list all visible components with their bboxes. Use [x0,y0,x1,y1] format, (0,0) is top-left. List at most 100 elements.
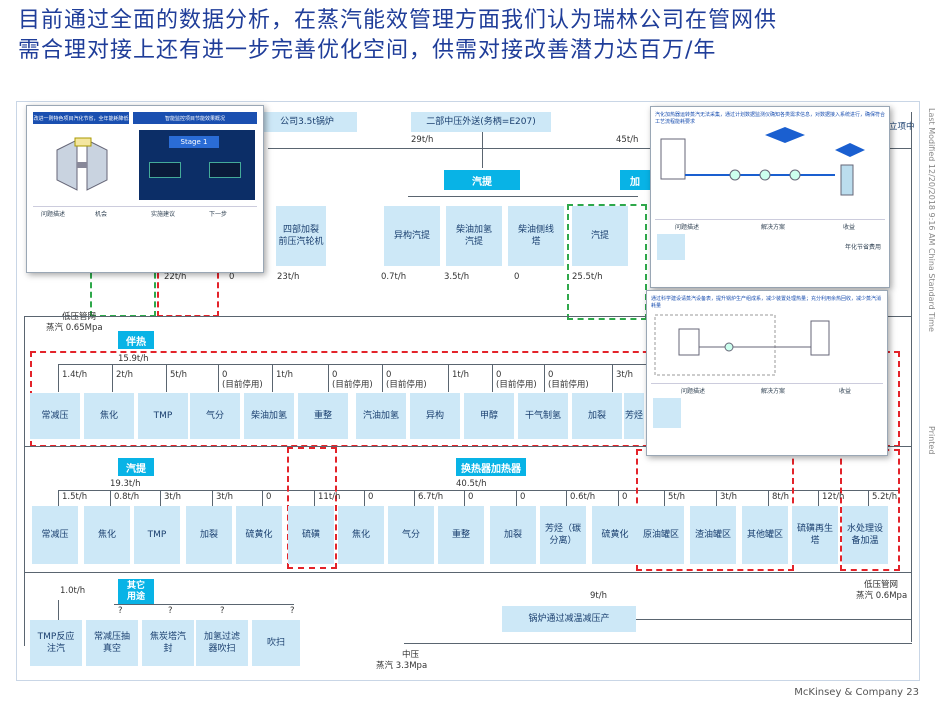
tracing-flow: 0 (目前停用) [548,370,589,390]
mid-box: 气分 [388,506,434,564]
tracing-flow: 1t/h [452,370,469,380]
connector-line [448,364,449,392]
flow-label-mid: 29t/h [411,135,434,145]
connector-line [544,364,545,392]
mid-flow: 0 [266,492,272,502]
slide-title: 目前通过全面的数据分析，在蒸汽能效管理方面我们认为瑞林公司在管网供 需合理对接上… [18,6,777,66]
popup-left-h2: 智能监控项目节能效果概况 [133,112,257,124]
rt-row-label [657,234,685,260]
tracing-flow: 5t/h [170,370,187,380]
side-modified-text: Last Modified 12/20/2018 9:16 AM China S… [927,108,936,332]
lp2-label-1: 低压管网 [864,580,899,590]
strip-flow-4: 0.7t/h [381,272,407,282]
tracing-box: 常减压 [30,393,80,439]
popup-rb-header: 通过科学建设请蒸汽设备表，提升锅炉生产组成系，减少装置处理热量；充分利用余热回收… [651,296,882,309]
mid-box: 焦化 [338,506,384,564]
connector-line [492,364,493,392]
source-box-middle: 二部中压外送(务柄=E207) [411,112,551,132]
lp-main-line [24,316,912,317]
connector-line [58,490,59,506]
other-box-2: 常减压抽 真空 [86,620,138,666]
rb-col-2: 解决方案 [761,388,786,395]
tracing-total: 15.9t/h [118,354,149,364]
rt-col-2: 解决方案 [761,224,786,231]
title-line-2: 需合理对接上还有进一步完善优化空间，供需对接改善潜力达百万/年 [18,38,717,63]
rt-col-3: 收益 [843,224,856,231]
footer: McKinsey & Company 23 [794,687,919,698]
source-box-boiler: 公司3.5t锅炉 [257,112,357,132]
popup-right-top[interactable]: 汽化加热器运转蒸汽无法采集，通过计划数据监测仪确知各类需求信息，对数据接入系统进… [650,106,890,288]
mid-flow: 0 [520,492,526,502]
header-heating: 换热器加热器 [456,458,526,476]
tracing-box: 加裂 [572,393,622,439]
connector-line [364,490,365,506]
tracing-box: 柴油加氢 [244,393,294,439]
connector-line [818,490,819,506]
col-3: 实施建议 [151,211,176,218]
tracing-flow: 3t/h [616,370,633,380]
mid-flow: 6.7t/h [418,492,444,502]
rb-row-label [653,398,681,428]
connector-line [358,490,898,491]
col-1: 问题描述 [41,211,66,218]
mid-flow: 0 [622,492,628,502]
rt-note: 年化节省费用 [845,244,882,251]
mid-box: 硫黄化 [592,506,638,564]
popup-right-bottom[interactable]: 通过科学建设请蒸汽设备表，提升锅炉生产组成系，减少装置处理热量；充分利用余热回收… [646,290,888,456]
tracing-box: 气分 [190,393,240,439]
mid-flow: 0.8t/h [114,492,140,502]
strip-flow-7: 25.5t/h [572,272,603,282]
popup-left-table: 问题描述 机会 实施建议 下一步 [33,206,257,267]
other-q-3: ? [220,606,225,616]
connector-line [716,490,717,506]
mid-flow: 0 [368,492,374,502]
tracing-box: 焦化 [84,393,134,439]
col-4: 下一步 [209,211,228,218]
tracing-flow: 1t/h [276,370,293,380]
other-box-1: TMP反应 注汽 [30,620,82,666]
tracing-box: 干气制氢 [518,393,568,439]
mid-flow: 1.5t/h [62,492,88,502]
highlight-green [567,204,647,320]
popup-left[interactable]: 改进一则特色项目汽化节省，全年能耗降低 智能监控项目节能效果概况 Stage 1… [26,105,264,273]
other-q-4: ? [290,606,295,616]
col-2: 机会 [95,211,108,218]
strip-box-3: 柴油加氢 汽提 [446,206,502,266]
header-tracing: 伴热 [118,331,154,349]
connector-line [768,490,769,506]
connector-line [482,132,483,148]
screen-panel [209,162,241,178]
connector-line [58,364,648,365]
mid-box: 加裂 [490,506,536,564]
connector-line [272,364,273,392]
mid-box: 水处理设 备加温 [842,506,888,564]
popup-rb-table: 问题描述 解决方案 收益 [651,383,883,452]
mp-main-line [404,643,912,644]
tracing-flow: 0 (目前停用) [496,370,537,390]
connector-line [911,112,912,642]
connector-line [110,490,111,506]
connector-line [212,490,213,506]
mid-flow: 0 [468,492,474,502]
header-stripping: 汽提 [444,170,520,190]
connector-line [112,364,113,392]
connector-line [566,490,567,506]
rb-col-1: 问题描述 [681,388,706,395]
lp-label-2: 蒸汽 0.65Mpa [46,323,103,333]
connector-line [482,148,483,168]
mid-box: 硫磺 [288,506,334,564]
popup-left-screen: Stage 1 [139,130,255,200]
reduce-flow: 9t/h [590,591,607,601]
connector-line [24,446,912,447]
connector-line [160,490,161,506]
side-printed-text: Printed [927,426,936,455]
strip-box-4: 柴油侧线 塔 [508,206,564,266]
mid-box: 硫磺再生 塔 [792,506,838,564]
tracing-box: TMP [138,393,188,439]
mid-box: 加裂 [186,506,232,564]
strip-box-1: 四部加裂 前压汽轮机 [276,206,326,266]
other-flow: 1.0t/h [60,586,86,596]
header-stripping-2: 汽提 [118,458,154,476]
other-q-1: ? [118,606,123,616]
